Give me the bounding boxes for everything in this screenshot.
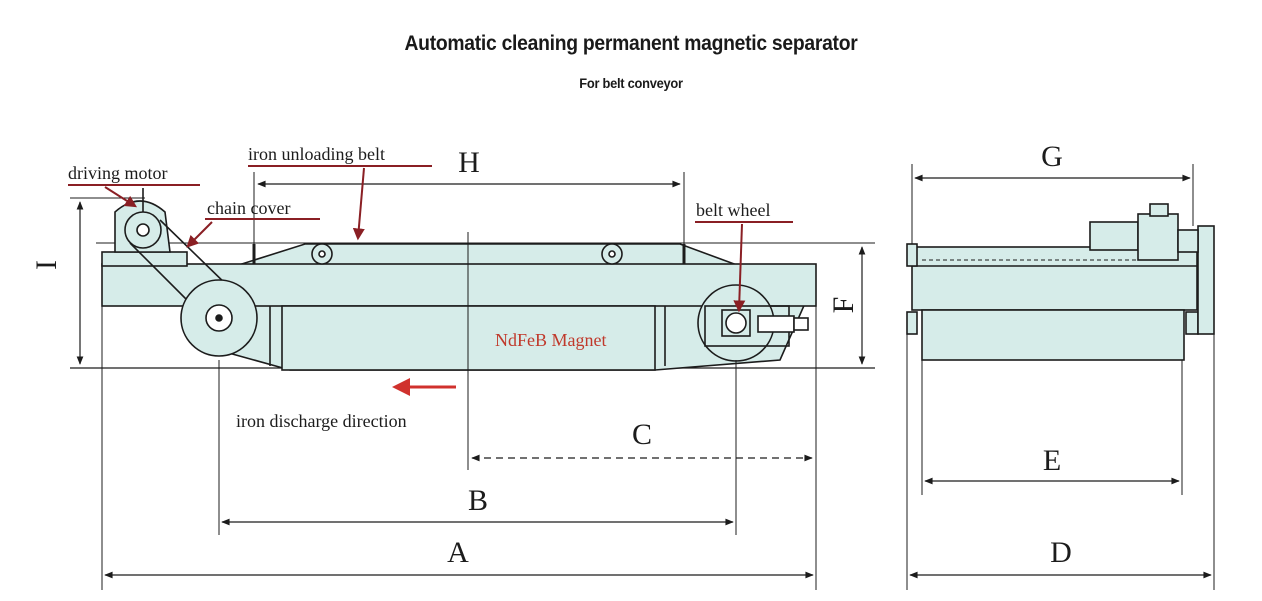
end-view (906, 164, 1215, 590)
label-magnet: NdFeB Magnet (495, 330, 607, 350)
dim-label-f: F (827, 297, 860, 314)
label-chain-cover: chain cover (207, 198, 290, 218)
leaders (68, 165, 793, 313)
end-view-motor-plate (1197, 225, 1215, 335)
leader-iron-unloading-belt (352, 167, 365, 241)
tensioner-screw (757, 315, 795, 333)
chain-line (159, 219, 233, 291)
end-view-magnet (921, 309, 1185, 361)
dim-label-b: B (468, 484, 488, 517)
end-view-flange (906, 311, 918, 335)
label-iron-unloading-belt: iron unloading belt (248, 144, 385, 164)
tensioner-nut (793, 317, 809, 331)
diagram-title: Automatic cleaning permanent magnetic se… (404, 32, 858, 55)
leader-driving-motor (104, 186, 138, 208)
dim-label-g: G (1041, 140, 1063, 173)
dim-label-i: I (30, 260, 63, 270)
label-discharge-direction: iron discharge direction (236, 411, 407, 431)
discharge-arrow (392, 378, 456, 396)
end-view-gearbox-top (1149, 203, 1169, 217)
top-roller-axle (608, 250, 616, 258)
leader-chain-cover (186, 221, 213, 248)
diagram-subtitle: For belt conveyor (579, 75, 683, 91)
motor-base (101, 251, 188, 267)
label-driving-motor: driving motor (68, 163, 168, 183)
dim-label-d: D (1050, 536, 1072, 569)
dim-label-e: E (1043, 444, 1061, 477)
tail-drum-hub (725, 312, 747, 334)
end-view-motor (1089, 221, 1139, 251)
end-view-gearbox (1137, 213, 1179, 261)
leader-belt-wheel (733, 223, 746, 313)
end-view-coupling (1177, 229, 1199, 253)
dim-label-a: A (447, 536, 469, 569)
end-view-flange (906, 243, 918, 267)
dim-label-h: H (458, 146, 480, 179)
label-belt-wheel: belt wheel (696, 200, 770, 220)
drive-drum-axle (215, 314, 223, 322)
end-view-flange (1185, 311, 1199, 335)
motor-shaft (136, 223, 150, 237)
dim-label-c: C (632, 418, 652, 451)
top-roller-axle (318, 250, 326, 258)
side-view (70, 172, 875, 590)
